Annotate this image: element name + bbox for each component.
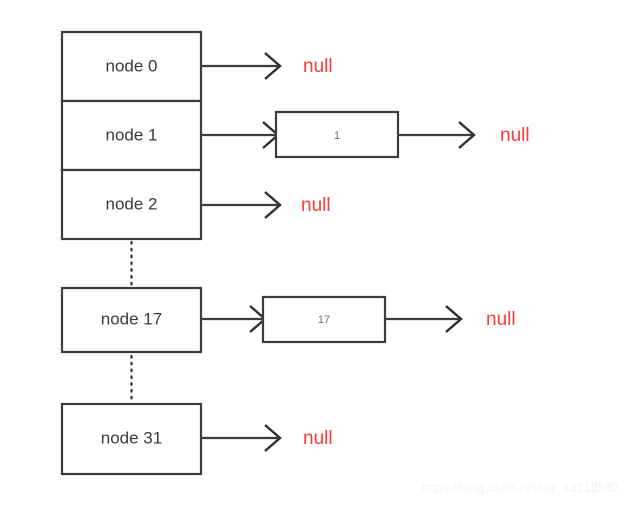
null-label-node-1: null [500,125,530,146]
bucket-group-node-31: node 31 null [60,402,333,476]
null-label-node-17: null [486,309,516,330]
null-label-node-31: null [303,428,333,449]
bucket-box-node-1 [60,99,203,172]
bucket-box-node-0 [60,30,203,103]
bucket-label-node-17: node 17 [101,309,162,328]
bucket-box-node-17 [60,286,203,354]
bucket-label-node-31: node 31 [101,428,162,447]
bucket-box-node-2 [60,168,203,241]
pointer-arrowhead-node-2 [264,191,282,219]
null-label-node-0: null [303,56,333,77]
null-label-node-2: null [301,195,331,216]
chain-node-box-value-1 [274,110,400,159]
bucket-label-node-2: node 2 [106,194,158,213]
pointer-arrowhead-node-31 [264,424,282,452]
chain-node-box-value-17 [261,295,387,344]
bucket-group-node-0: node 0 null [60,30,333,103]
bucket-group-node-2: node 2 null [60,168,331,241]
pointer-arrowhead-node-0 [264,52,282,80]
bucket-group-node-1: node 1 1 null [60,99,530,172]
watermark-text: https://blog.csdn.net/qq_43212582 [421,481,620,495]
bucket-group-node-17: node 17 17 null [60,286,516,354]
chain-tail-arrowhead-node-1 [458,121,476,149]
chain-node-value-17: 17 [318,314,330,326]
bucket-label-node-1: node 1 [106,125,158,144]
bucket-box-node-31 [60,402,203,476]
bucket-label-node-0: node 0 [106,56,158,75]
chain-tail-arrowhead-node-17 [445,305,463,333]
chain-node-value-1: 1 [334,130,340,142]
